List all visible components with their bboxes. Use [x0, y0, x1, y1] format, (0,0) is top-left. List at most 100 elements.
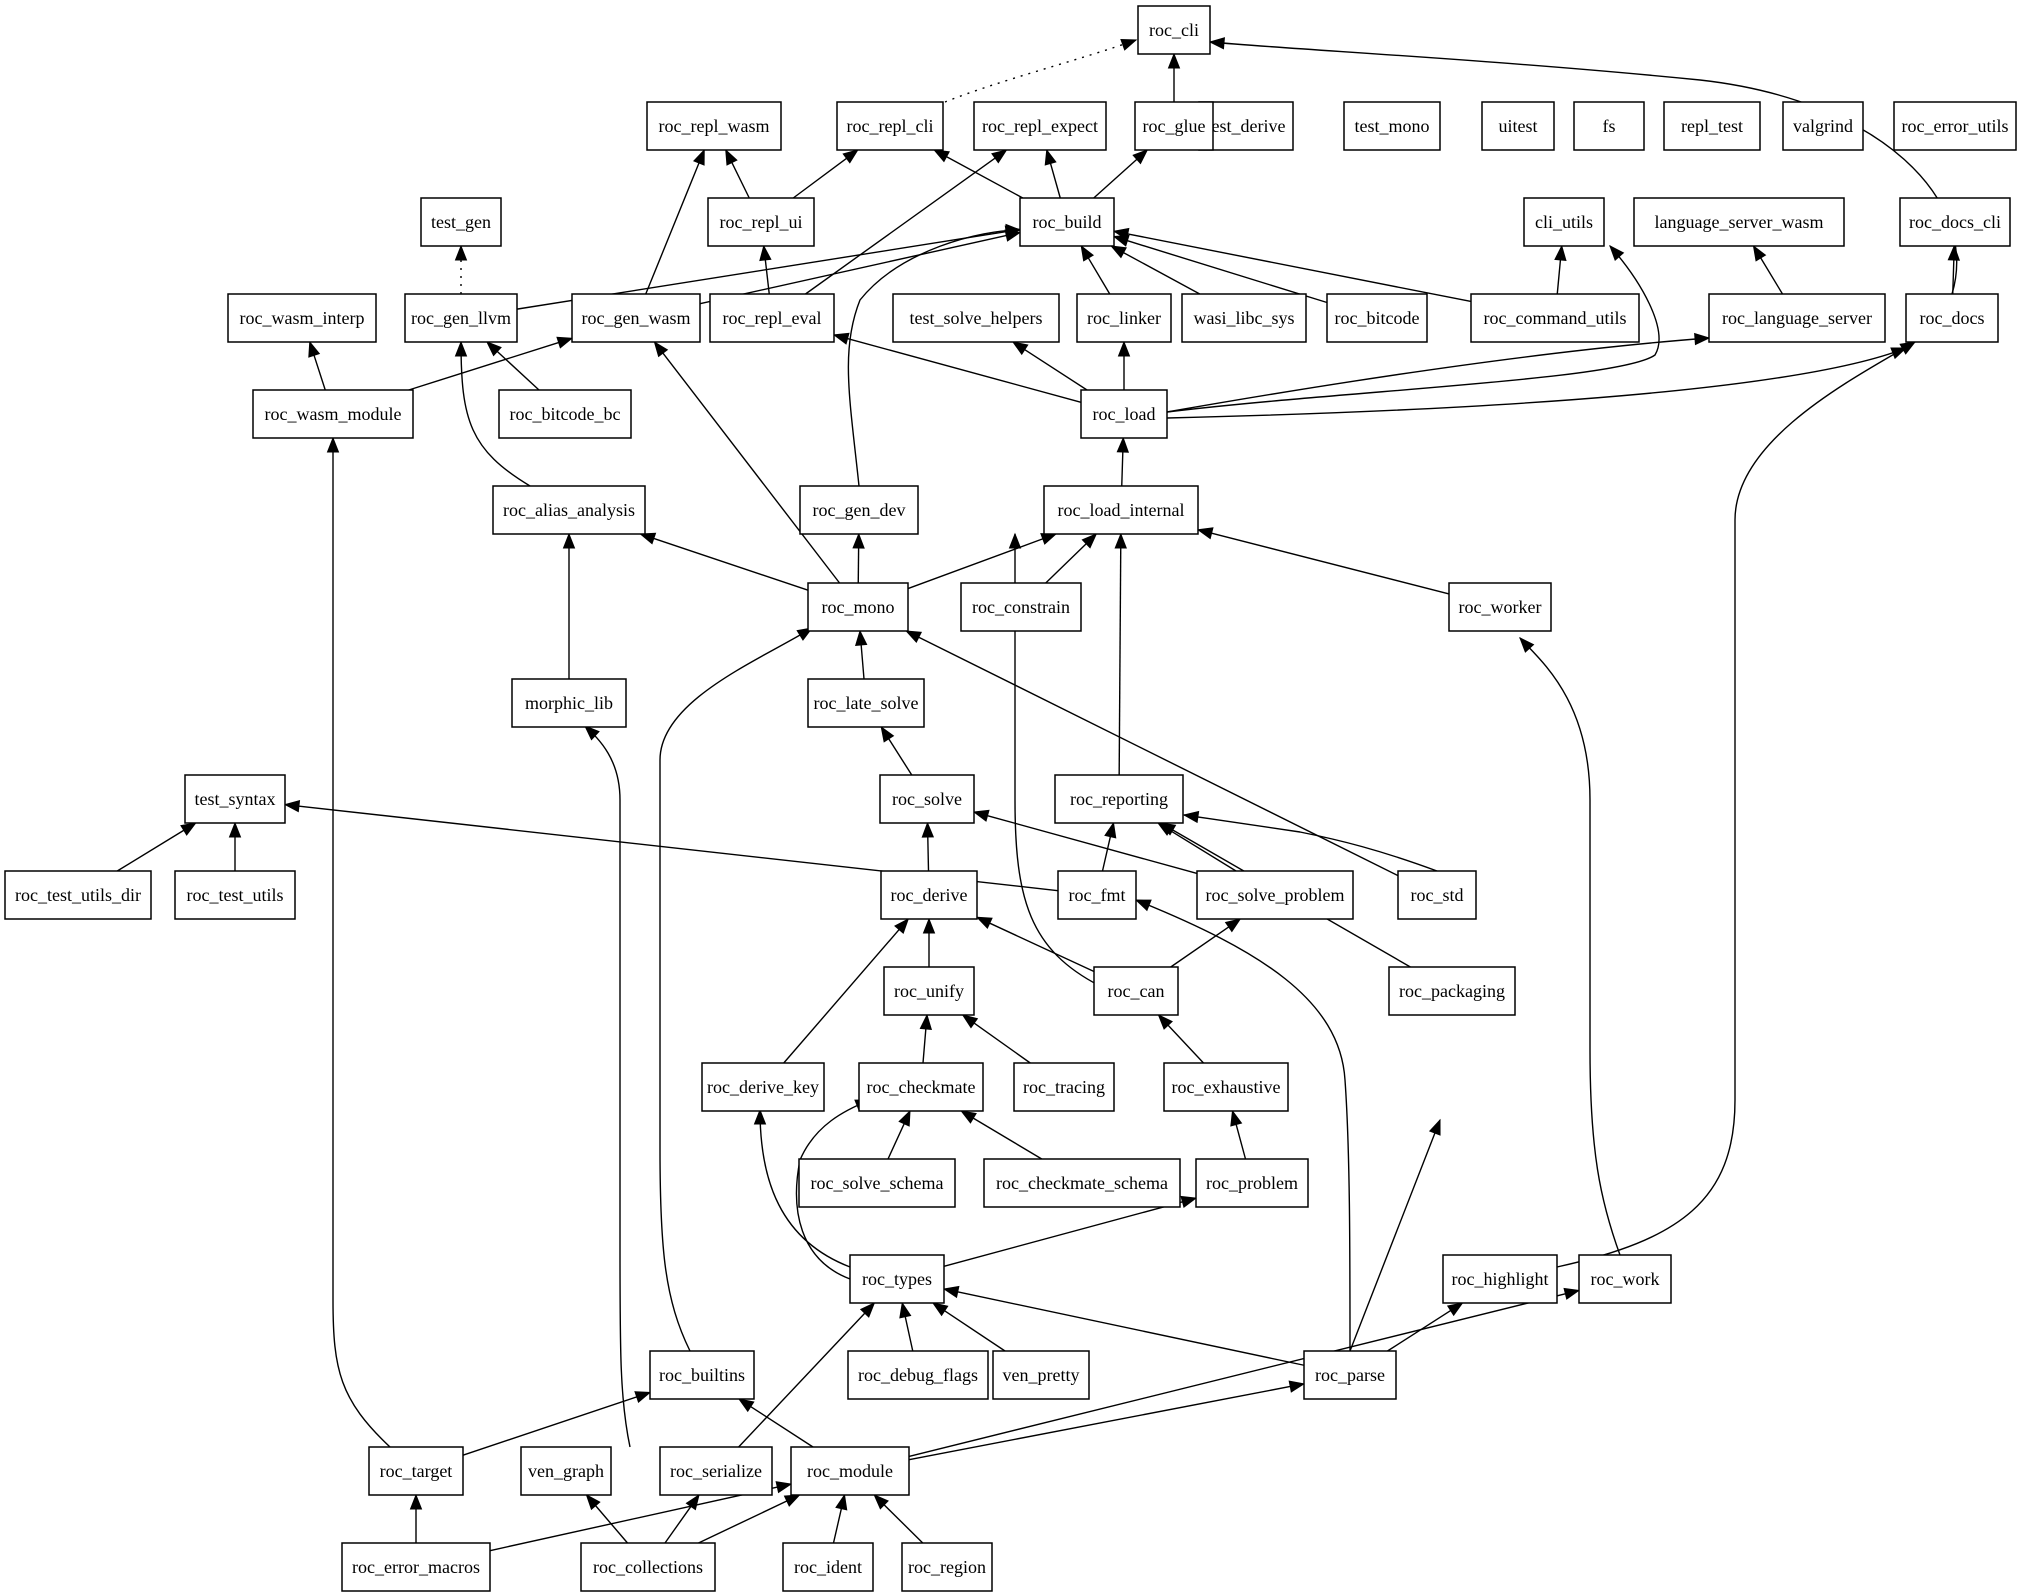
edge-roc_collections-to-morphic_lib [584, 725, 631, 1448]
node-roc_wasm_interp: roc_wasm_interp [227, 293, 377, 343]
node-label: morphic_lib [525, 693, 613, 713]
edge-roc_solve_schema-to-roc_checkmate [887, 1109, 911, 1160]
edge-roc_worker-to-roc_load_internal [1196, 527, 1450, 595]
node-test_derive: test_derive [1198, 101, 1294, 151]
node-box [227, 293, 377, 343]
node-box [960, 582, 1082, 632]
edge-line [1183, 814, 1438, 872]
edge-roc_parse-to-roc_packaging [1349, 1118, 1441, 1352]
edge-roc_types-to-roc_derive_key [753, 1108, 851, 1268]
node-roc_test_utils_dir: roc_test_utils_dir [4, 870, 152, 920]
node-label: roc_derive [891, 885, 968, 905]
node-label: roc_packaging [1399, 981, 1505, 1001]
node-roc_gen_wasm: roc_gen_wasm [571, 293, 701, 343]
node-roc_derive: roc_derive [880, 870, 978, 920]
node-box [1782, 101, 1864, 151]
node-label: roc_gen_wasm [582, 308, 691, 328]
node-roc_build: roc_build [1019, 197, 1115, 247]
node-box [1708, 293, 1886, 343]
arrowhead-icon [639, 532, 657, 545]
node-label: valgrind [1793, 116, 1853, 136]
arrowhead-icon [905, 630, 923, 644]
node-label: roc_reporting [1070, 789, 1168, 809]
arrowhead-icon [899, 1301, 912, 1319]
edge-line [748, 1404, 814, 1448]
edge-roc_command_utils-to-roc_build [1112, 227, 1472, 303]
edge-roc_module-to-roc_parse [908, 1380, 1306, 1461]
edge-roc_types-to-roc_problem [943, 1195, 1198, 1267]
node-box [836, 101, 944, 151]
edge-roc_bitcode-to-roc_build [1112, 234, 1328, 304]
arrowhead-icon [783, 1494, 801, 1507]
node-roc_bitcode_bc: roc_bitcode_bc [498, 389, 632, 439]
node-label: roc_target [380, 1461, 453, 1481]
edge-roc_highlight-to-roc_docs [1556, 341, 1917, 1268]
node-box [790, 1446, 910, 1496]
edge-roc_repl_eval-to-roc_repl_expect [805, 149, 1008, 295]
edge-wasi_libc_sys-to-roc_build [1110, 245, 1201, 295]
arrowhead-icon [1159, 822, 1177, 836]
node-valgrind: valgrind [1782, 101, 1864, 151]
edge-line [944, 155, 1024, 199]
node-box [1905, 293, 1999, 343]
node-label: test_syntax [195, 789, 276, 809]
node-box [1013, 1062, 1115, 1112]
node-box [368, 1446, 464, 1496]
edge-roc_region-to-roc_module [873, 1494, 924, 1544]
node-label: roc_linker [1087, 308, 1161, 328]
arrowhead-icon [1120, 39, 1138, 51]
edge-line [1121, 449, 1124, 487]
node-label: roc_gen_dev [813, 500, 906, 520]
edge-line [1101, 834, 1112, 872]
edge-line [783, 927, 901, 1064]
arrowhead-icon [975, 916, 993, 930]
node-wasi_libc_sys: wasi_libc_sys [1181, 293, 1307, 343]
arrowhead-icon [1104, 821, 1117, 839]
node-box [4, 870, 152, 920]
node-box [184, 774, 286, 824]
arrowhead-icon [1230, 1109, 1243, 1127]
node-roc_region: roc_region [901, 1542, 993, 1592]
edge-line [922, 1026, 927, 1064]
node-roc_unify: roc_unify [883, 966, 975, 1016]
arrowhead-icon [842, 149, 859, 164]
node-box [1054, 774, 1184, 824]
edge-roc_unify-to-roc_derive [922, 917, 936, 967]
edge-line [805, 156, 998, 295]
node-box [1388, 966, 1516, 1016]
edge-line [408, 341, 561, 391]
edges-layer [116, 37, 1961, 1552]
edge-line [847, 229, 1021, 487]
edge-roc_derive-to-roc_solve [921, 821, 935, 872]
node-label: roc_can [1108, 981, 1165, 1001]
node-label: roc_problem [1206, 1173, 1298, 1193]
arrowhead-icon [326, 436, 340, 453]
node-label: roc_parse [1315, 1365, 1385, 1385]
edge-line [955, 1290, 1305, 1366]
arrowhead-icon [562, 532, 576, 549]
edge-line [792, 156, 849, 199]
edge-roc_load-to-roc_language_server [1166, 332, 1711, 413]
node-label: uitest [1499, 116, 1538, 136]
arrowhead-icon [832, 332, 850, 345]
edge-line [460, 341, 531, 487]
edge-line [312, 353, 326, 391]
node-label: roc_std [1411, 885, 1464, 905]
edge-roc_error_macros-to-roc_wasm_module [326, 436, 391, 1448]
arrowhead-icon [1132, 149, 1149, 165]
edge-line [759, 1109, 851, 1268]
edge-line [1166, 245, 1660, 413]
arrowhead-icon [1117, 340, 1131, 357]
node-box [1578, 1254, 1672, 1304]
edge-roc_ident-to-roc_module [832, 1493, 848, 1544]
edge-roc_gen_wasm-to-roc_repl_wasm [645, 148, 705, 295]
arrowhead-icon [1519, 636, 1535, 653]
edge-line [832, 1506, 843, 1544]
arrowhead-icon [180, 822, 197, 836]
node-roc_checkmate_schema: roc_checkmate_schema [983, 1158, 1181, 1208]
node-box [1076, 293, 1172, 343]
arrowhead-icon [1446, 1302, 1464, 1317]
node-label: roc_mono [822, 597, 895, 617]
node-box [1019, 197, 1115, 247]
arrowhead-icon [1899, 341, 1917, 355]
